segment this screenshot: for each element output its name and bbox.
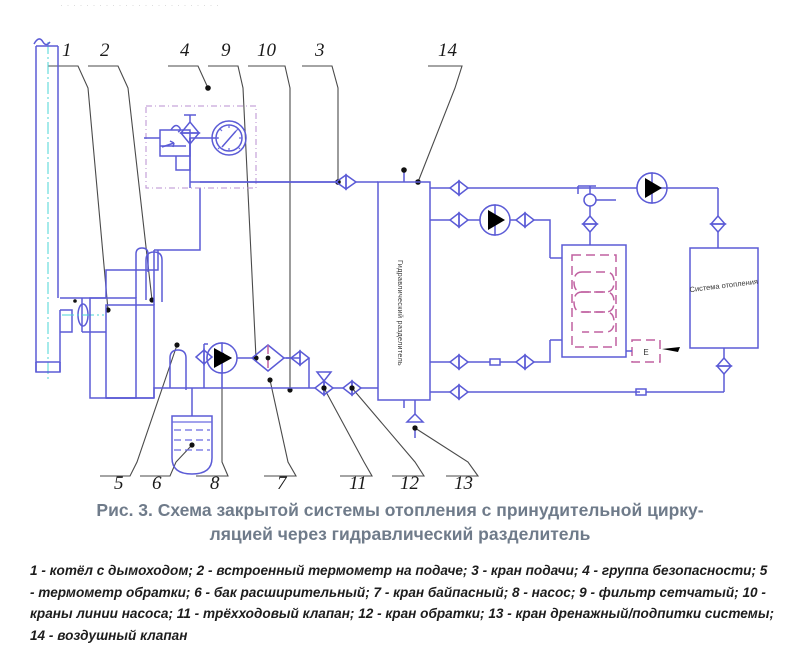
system-pump-icon bbox=[636, 172, 668, 204]
safety-group bbox=[144, 105, 338, 189]
callout-14: 14 bbox=[438, 40, 458, 61]
controller-label: E bbox=[643, 348, 648, 357]
supply-valve bbox=[334, 173, 378, 191]
callout-8: 8 bbox=[210, 473, 220, 494]
system-supply-valve bbox=[709, 214, 727, 234]
callout-leaders-top bbox=[48, 65, 463, 390]
expansion-tank bbox=[171, 388, 213, 475]
air-valve bbox=[401, 167, 407, 182]
faint-page-header: · · · · · · · · · · · · · · · · · · · · … bbox=[60, 0, 220, 10]
sep-valve-bot2 bbox=[448, 383, 470, 401]
callout-4: 4 bbox=[180, 40, 190, 61]
dhw-storage-tank: E bbox=[561, 185, 680, 363]
figure-legend: 1 - котёл с дымоходом; 2 - встроенный те… bbox=[30, 563, 774, 643]
sep-valve-bot1 bbox=[448, 353, 470, 371]
tank-controller: E bbox=[626, 339, 680, 363]
dhw-pump-icon bbox=[479, 204, 511, 236]
manometer-icon bbox=[211, 120, 247, 156]
secondary-circuit-valves bbox=[430, 179, 718, 401]
bypass-valve bbox=[194, 343, 214, 388]
callout-leaders-bottom bbox=[100, 344, 480, 477]
callout-1: 1 bbox=[62, 40, 72, 61]
figure-caption: Рис. 3. Схема закрытой системы отопления… bbox=[34, 498, 766, 546]
caption-line-2: ляцией через гидравлический разделитель bbox=[209, 524, 591, 544]
system-return-valve bbox=[715, 356, 733, 376]
callout-5: 5 bbox=[114, 473, 124, 494]
callout-13: 13 bbox=[454, 473, 473, 494]
callout-9: 9 bbox=[221, 40, 231, 61]
callout-6: 6 bbox=[152, 473, 162, 494]
dhw-return-valve bbox=[514, 353, 536, 371]
callout-numbers-top: 1 2 4 9 10 3 14 bbox=[62, 40, 458, 61]
heating-system-circuit: Система отопления bbox=[635, 172, 759, 396]
drain-valve bbox=[405, 400, 425, 438]
caption-line-1: Рис. 3. Схема закрытой системы отопления… bbox=[96, 500, 704, 520]
dhw-pump-valve bbox=[514, 211, 536, 229]
return-line bbox=[248, 371, 425, 438]
pump-line bbox=[194, 342, 311, 389]
callout-numbers-bottom: 5 6 8 7 11 12 13 bbox=[114, 473, 473, 494]
boiler bbox=[89, 188, 201, 399]
hydraulic-separator: Гидравлический разделитель bbox=[377, 167, 431, 408]
supply-thermometer bbox=[145, 251, 163, 302]
callout-7: 7 bbox=[277, 473, 288, 494]
separator-label: Гидравлический разделитель bbox=[396, 260, 405, 366]
sep-valve-top2 bbox=[448, 211, 470, 229]
sep-valve-top1 bbox=[448, 179, 470, 197]
heating-system-schematic: 1 2 4 9 10 3 14 5 bbox=[33, 38, 759, 494]
pump-line-valve-right bbox=[286, 349, 311, 367]
return-valve bbox=[341, 379, 363, 397]
tank-air-vent bbox=[577, 185, 616, 245]
heating-system-label-line1: Система отопления bbox=[689, 277, 758, 294]
callout-10: 10 bbox=[257, 40, 277, 61]
chimney bbox=[33, 38, 106, 382]
three-way-valve bbox=[313, 371, 335, 397]
callout-2: 2 bbox=[100, 40, 110, 61]
callout-dots-top bbox=[105, 85, 421, 393]
callout-12: 12 bbox=[400, 473, 420, 494]
return-thermometer bbox=[169, 349, 187, 390]
callout-3: 3 bbox=[314, 40, 325, 61]
callout-11: 11 bbox=[349, 473, 367, 494]
